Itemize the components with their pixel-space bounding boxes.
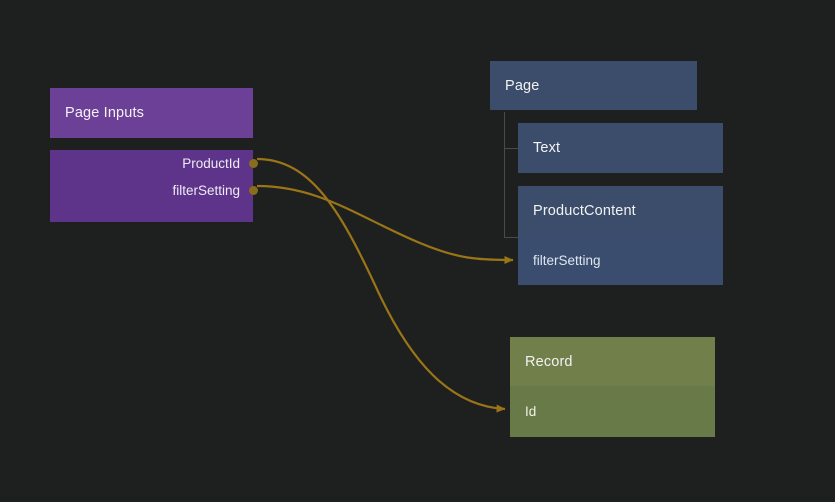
input-port-row-id[interactable]: Id — [510, 386, 715, 437]
tree-connector-vertical — [504, 112, 505, 238]
node-record-body: Id — [510, 386, 715, 437]
node-text-header[interactable]: Text — [518, 123, 723, 173]
output-port-dot-filtersetting[interactable] — [248, 186, 258, 195]
node-product-content-title: ProductContent — [533, 203, 636, 219]
node-product-content-header[interactable]: ProductContent — [518, 186, 723, 236]
output-port-label-filtersetting: filterSetting — [172, 183, 240, 198]
output-port-label-productid: ProductId — [182, 156, 240, 171]
node-product-content[interactable]: ProductContent filterSetting — [518, 186, 723, 285]
input-port-label-filtersetting: filterSetting — [533, 253, 601, 268]
node-page-inputs-body: ProductId filterSetting — [50, 150, 258, 222]
tree-connector-stub-productcontent — [504, 237, 518, 238]
node-record[interactable]: Record Id — [510, 337, 715, 437]
output-port-row-productid[interactable]: ProductId — [50, 150, 258, 177]
node-page-inputs-header[interactable]: Page Inputs — [50, 88, 253, 138]
node-record-title: Record — [525, 353, 573, 370]
input-port-label-id: Id — [525, 404, 537, 419]
node-page[interactable]: Page — [490, 61, 697, 110]
node-page-title: Page — [505, 77, 540, 94]
node-text[interactable]: Text — [518, 123, 723, 173]
node-product-content-body: filterSetting — [518, 236, 723, 285]
output-port-row-filtersetting[interactable]: filterSetting — [50, 177, 258, 204]
output-port-dot-productid[interactable] — [248, 159, 258, 168]
input-port-row-filtersetting[interactable]: filterSetting — [518, 236, 723, 285]
node-record-header[interactable]: Record — [510, 337, 715, 386]
node-page-header[interactable]: Page — [490, 61, 697, 110]
node-page-inputs[interactable]: Page Inputs ProductId filterSetting — [50, 88, 258, 222]
tree-connector-stub-text — [504, 148, 518, 149]
node-text-title: Text — [533, 140, 561, 156]
node-page-inputs-title: Page Inputs — [65, 105, 145, 121]
edge-productid-to-record-id — [256, 157, 506, 413]
edge-filtersetting-to-productcontent-filtersetting — [256, 184, 514, 264]
